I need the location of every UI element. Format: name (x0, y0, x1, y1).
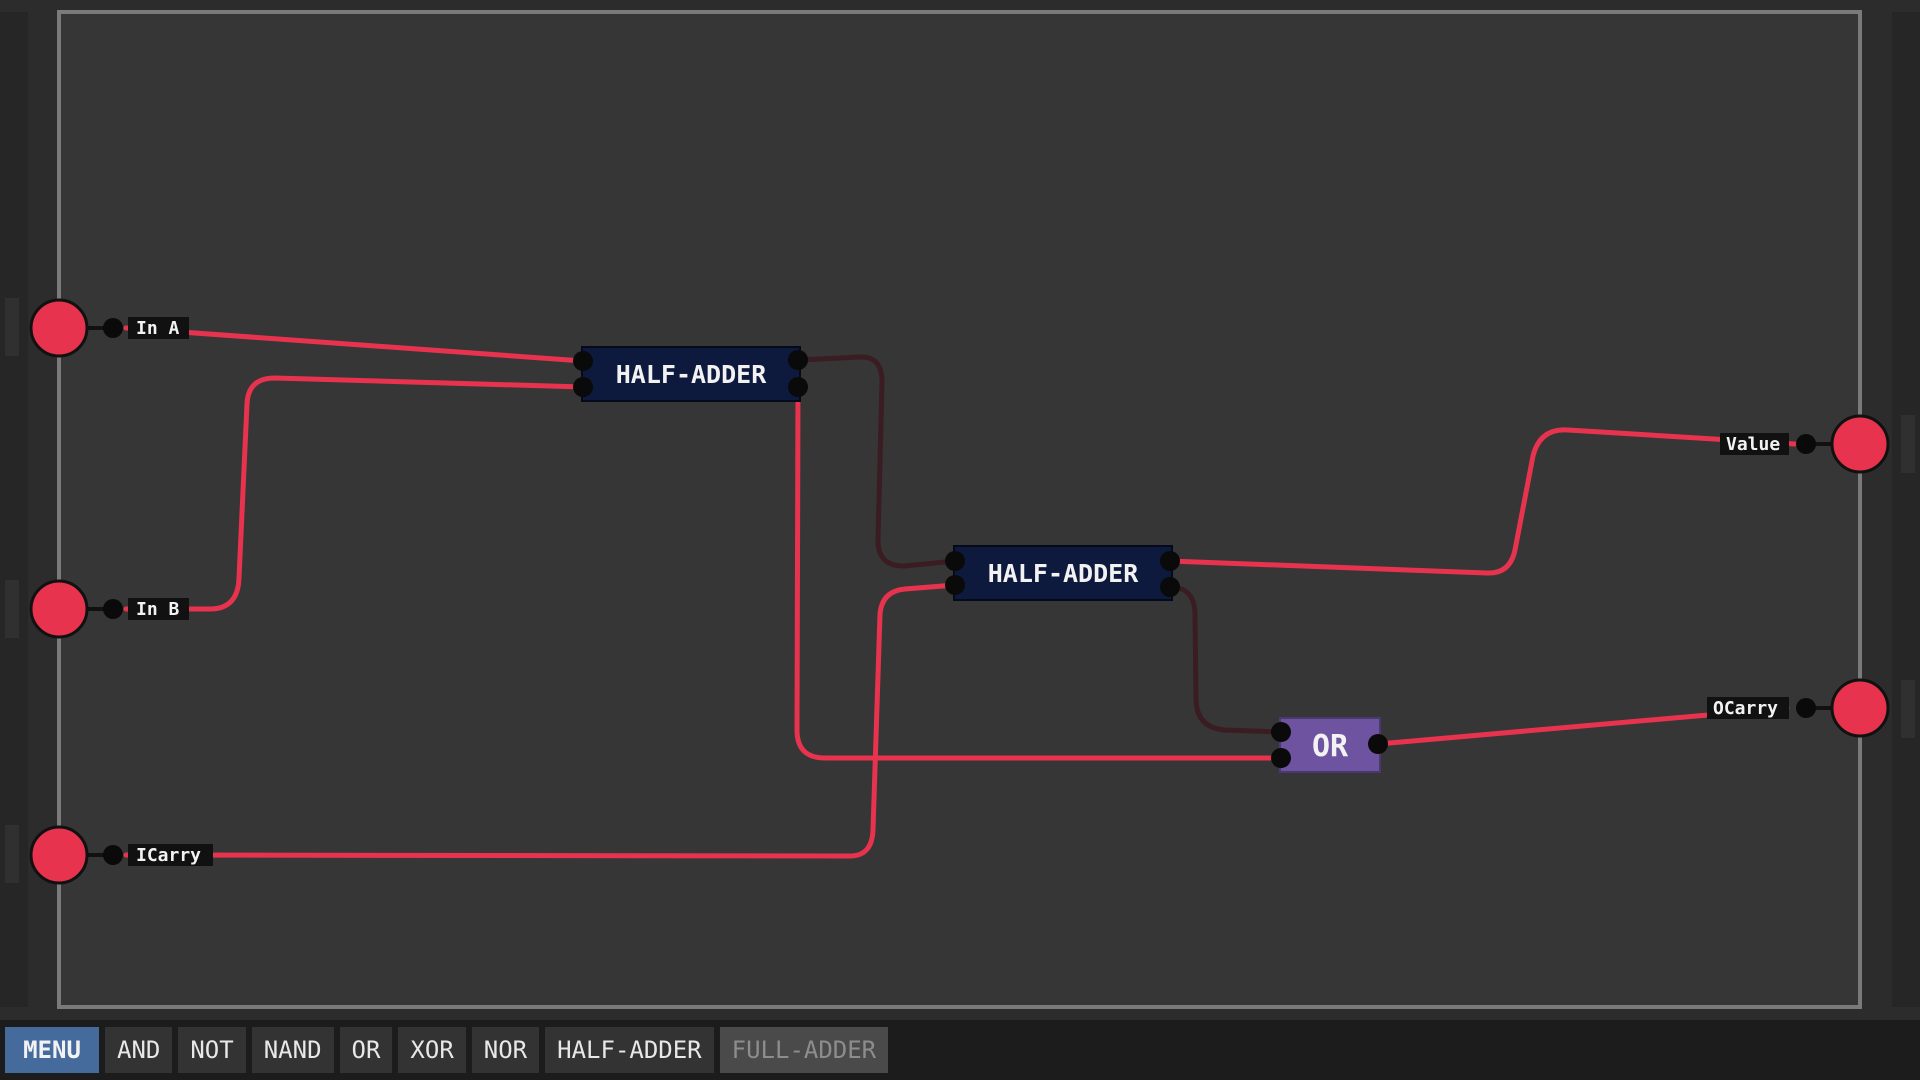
pin-icon[interactable] (1271, 748, 1291, 768)
gate-label: OR (1312, 729, 1349, 764)
toolbar-item-not[interactable]: NOT (178, 1027, 246, 1073)
pin-icon[interactable] (103, 599, 123, 619)
gate-or[interactable]: OR (1271, 717, 1388, 773)
pin-icon[interactable] (788, 350, 808, 370)
toolbar-item-current-full-adder: FULL-ADDER (719, 1027, 889, 1073)
pin-icon[interactable] (1368, 734, 1388, 754)
label-bg (128, 317, 189, 339)
input-in-b[interactable]: In B (29, 579, 189, 639)
input-toggle-in-a[interactable] (29, 298, 89, 358)
left-handle-1[interactable] (5, 298, 19, 356)
pin-icon[interactable] (1160, 577, 1180, 597)
toolbar-item-nor[interactable]: NOR (471, 1027, 540, 1073)
toolbar-item-half-adder[interactable]: HALF-ADDER (545, 1027, 714, 1073)
half-adder-body[interactable] (953, 545, 1173, 601)
output-label-value: Value (1726, 434, 1780, 455)
menu-button[interactable]: MENU (5, 1027, 99, 1073)
input-in-a[interactable]: In A (29, 298, 189, 358)
wire-ha2-carry-to-or[interactable] (1167, 584, 1284, 735)
output-indicator-ocarry (1830, 678, 1890, 738)
label-bg (1720, 433, 1789, 455)
wire-in-a-to-ha1[interactable] (123, 325, 586, 364)
output-ocarry[interactable]: OCarry (1707, 678, 1890, 738)
output-indicator-value (1830, 414, 1890, 474)
pin-icon[interactable] (945, 551, 965, 571)
circuit-workspace[interactable]: In A In B ICarry Value OCarry HALF-ADDER (0, 0, 1920, 1020)
circuit-board-frame (57, 10, 1862, 1009)
label-bg (1707, 697, 1789, 719)
wire-ha1-carry-to-or[interactable] (794, 384, 1284, 761)
label-bg (128, 844, 213, 866)
wire-ha2-sum-to-value[interactable] (1167, 427, 1798, 576)
pin-icon[interactable] (945, 575, 965, 595)
wire-in-b-to-ha1[interactable] (123, 375, 586, 612)
right-handle-2[interactable] (1901, 680, 1915, 738)
gate-half-adder-1[interactable]: HALF-ADDER (573, 346, 808, 402)
pin-icon[interactable] (103, 845, 123, 865)
left-handle-3[interactable] (5, 825, 19, 883)
gate-half-adder-2[interactable]: HALF-ADDER (945, 545, 1180, 601)
output-label-ocarry: OCarry (1713, 698, 1778, 719)
pin-icon[interactable] (788, 377, 808, 397)
right-handle-1[interactable] (1901, 415, 1915, 473)
input-label-icarry: ICarry (136, 845, 201, 866)
toolbar-item-and[interactable]: AND (105, 1027, 173, 1073)
pin-icon[interactable] (1160, 551, 1180, 571)
label-bg (128, 598, 189, 620)
pin-icon[interactable] (573, 351, 593, 371)
circuit-canvas[interactable]: In A In B ICarry Value OCarry HALF-ADDER (0, 0, 1920, 1020)
input-label-in-a: In A (136, 318, 180, 339)
toolbar-item-xor[interactable]: XOR (398, 1027, 466, 1073)
toolbar-item-nand[interactable]: NAND (251, 1027, 334, 1073)
component-toolbar: MENU AND NOT NAND OR XOR NOR HALF-ADDER … (0, 1020, 1920, 1080)
input-icarry[interactable]: ICarry (29, 825, 213, 885)
wire-ha1-sum-to-ha2[interactable] (795, 354, 958, 569)
gate-label: HALF-ADDER (616, 360, 767, 389)
half-adder-body[interactable] (581, 346, 801, 402)
toolbar-item-or[interactable]: OR (339, 1027, 393, 1073)
right-edge-strip (1892, 12, 1920, 1007)
input-toggle-icarry[interactable] (29, 825, 89, 885)
gate-label: HALF-ADDER (988, 559, 1139, 588)
pin-icon[interactable] (573, 377, 593, 397)
input-label-in-b: In B (136, 599, 180, 620)
pin-icon[interactable] (1796, 698, 1816, 718)
input-toggle-in-b[interactable] (29, 579, 89, 639)
output-value[interactable]: Value (1720, 414, 1890, 474)
wire-icarry-to-ha2[interactable] (123, 582, 958, 859)
pin-icon[interactable] (1796, 434, 1816, 454)
left-handle-2[interactable] (5, 580, 19, 638)
pin-icon[interactable] (1271, 722, 1291, 742)
pin-icon[interactable] (103, 318, 123, 338)
